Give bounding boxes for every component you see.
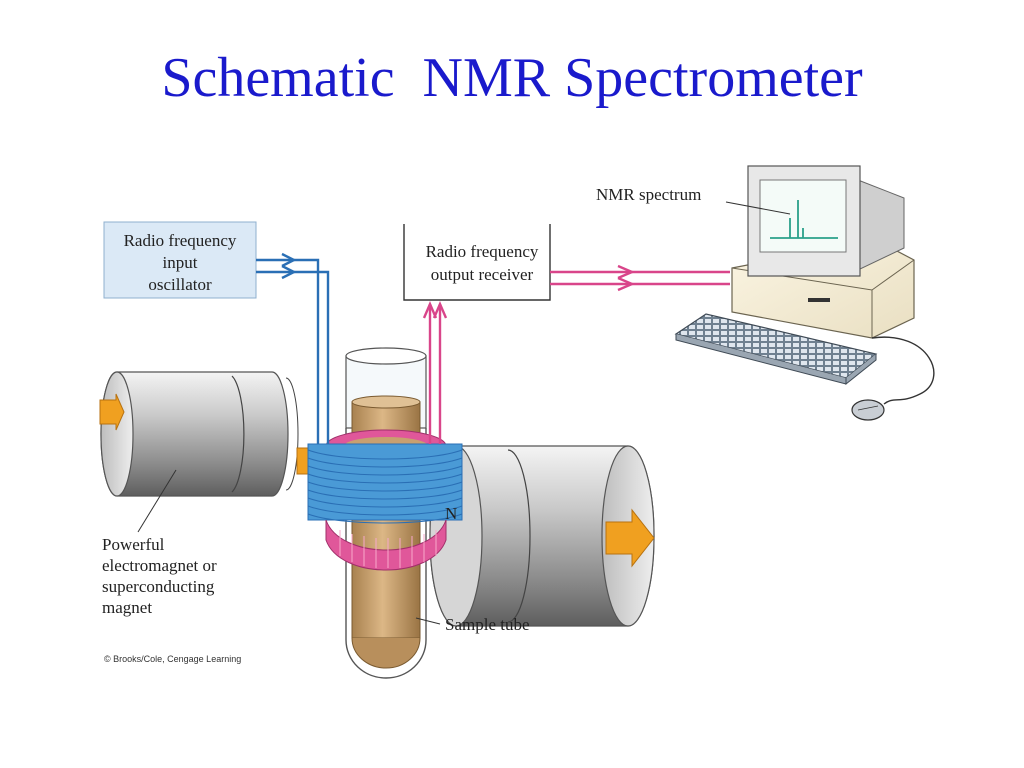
magnet-label-line3: superconducting bbox=[102, 577, 215, 596]
computer-monitor-icon bbox=[747, 165, 905, 277]
right-magnet bbox=[429, 445, 655, 627]
field-arrow-right bbox=[605, 508, 655, 568]
magnet-label-line1: Powerful bbox=[102, 535, 165, 554]
computer-keyboard-icon bbox=[674, 313, 878, 386]
sample-tube-label: Sample tube bbox=[415, 615, 530, 634]
spectrum-label: NMR spectrum bbox=[596, 185, 701, 204]
oscillator-label-line1: Radio frequency bbox=[124, 231, 237, 250]
copyright-credit: © Brooks/Cole, Cengage Learning bbox=[104, 654, 241, 664]
receiver-label-line2: output receiver bbox=[431, 265, 534, 284]
rf-coil-icon bbox=[307, 429, 463, 571]
magnet-label: Powerful electromagnet or superconductin… bbox=[102, 469, 217, 617]
left-magnet bbox=[99, 371, 310, 497]
field-arrow-left bbox=[99, 393, 125, 431]
rf-output-receiver: Radio frequency output receiver bbox=[403, 224, 551, 301]
receiver-label-line1: Radio frequency bbox=[426, 242, 539, 261]
computer-mouse-icon bbox=[851, 336, 935, 421]
output-signal-lines bbox=[422, 264, 730, 444]
svg-text:Sample tube: Sample tube bbox=[445, 615, 530, 634]
oscillator-label-line3: oscillator bbox=[148, 275, 212, 294]
magnet-label-line2: electromagnet or bbox=[102, 556, 217, 575]
spectrum-peaks bbox=[770, 200, 838, 239]
page-title: Schematic NMR Spectrometer bbox=[161, 47, 863, 109]
pole-n-label: N bbox=[445, 504, 457, 523]
input-signal-lines bbox=[256, 252, 330, 444]
magnet-label-line4: magnet bbox=[102, 598, 152, 617]
computer: NMR spectrum bbox=[596, 165, 935, 421]
oscillator-label-line2: input bbox=[163, 253, 198, 272]
rf-input-oscillator: Radio frequency input oscillator bbox=[103, 221, 257, 299]
pole-marker-left bbox=[296, 447, 310, 475]
